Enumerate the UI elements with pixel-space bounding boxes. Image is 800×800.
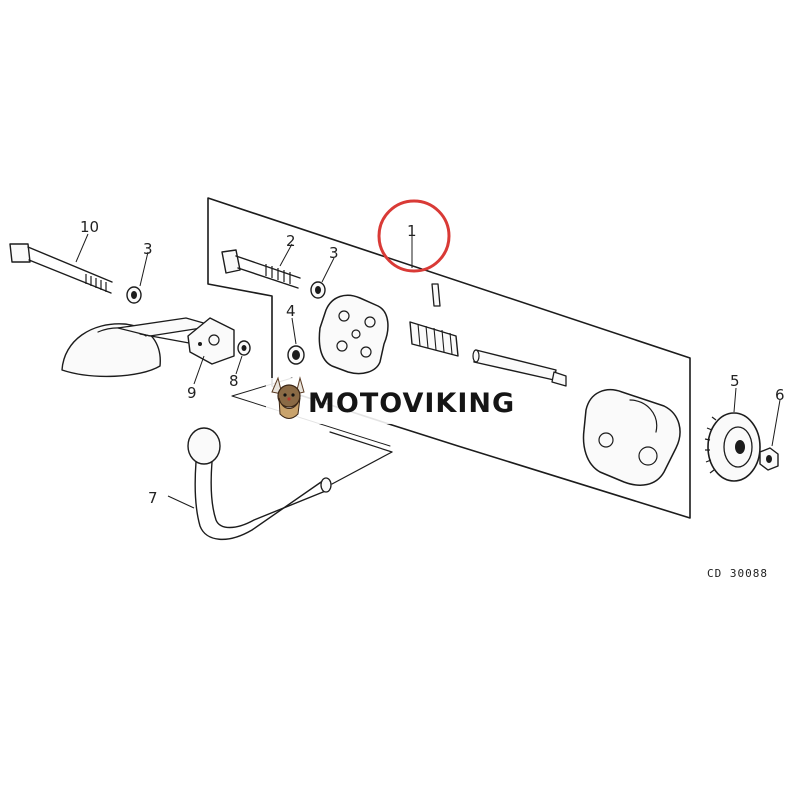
highlight-circle <box>377 199 451 273</box>
watermark: MOTOVIKING <box>266 376 534 424</box>
callout-3-left: 3 <box>143 240 153 258</box>
strainer-part <box>61 317 235 378</box>
leader-lines <box>75 233 781 509</box>
callout-1: 1 <box>407 222 417 240</box>
figure-code: CD 30088 <box>707 567 768 580</box>
pump-cover-part <box>318 294 389 375</box>
pump-housing-part <box>582 389 681 486</box>
suction-tube-part <box>187 427 393 541</box>
pump-bolt-part <box>221 249 301 289</box>
callout-10: 10 <box>80 218 99 236</box>
seal-part <box>287 345 305 365</box>
drive-gear-part <box>704 412 761 482</box>
watermark-brand: MOTOVIKING <box>308 388 515 419</box>
callout-3-center: 3 <box>329 244 339 262</box>
callout-5: 5 <box>730 372 740 390</box>
washer-part <box>310 281 326 299</box>
nut-part <box>759 447 779 471</box>
callout-9: 9 <box>187 384 197 402</box>
callout-4: 4 <box>286 302 296 320</box>
long-bolt-part <box>9 243 113 294</box>
callout-7: 7 <box>148 489 158 507</box>
callout-2: 2 <box>286 232 296 250</box>
dowel-pin-part <box>431 283 441 307</box>
washer-part <box>126 286 142 304</box>
pump-gear-part <box>409 321 459 357</box>
viking-mascot-icon <box>271 376 305 419</box>
callout-8: 8 <box>229 372 239 390</box>
callout-6: 6 <box>775 386 785 404</box>
callout-labels: 10 3 2 3 1 4 9 8 7 5 6 <box>80 218 785 507</box>
drive-shaft-part <box>472 349 567 387</box>
lock-washer-part <box>237 340 251 356</box>
